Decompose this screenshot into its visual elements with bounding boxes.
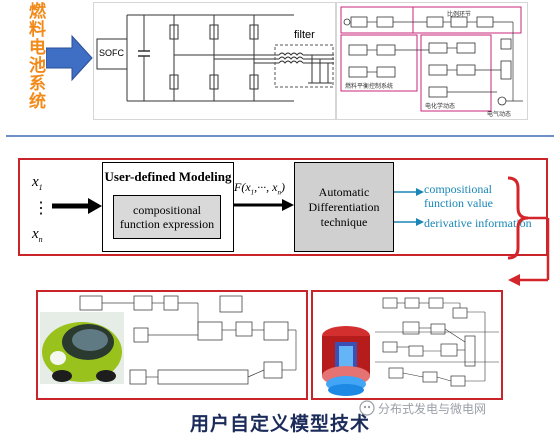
input-xn: xn — [32, 226, 43, 244]
top-section: 燃料电池系统 — [0, 0, 560, 128]
input-arrow-icon — [46, 34, 93, 82]
simulink-block-diagram — [79, 295, 297, 385]
input-dots: ⋮ — [33, 200, 49, 217]
automatic-differentiation-text: Automatic Differentiation technique — [308, 184, 380, 229]
fuel-cell-label: 燃料电池系统 — [25, 2, 45, 110]
fuel-balance-label: 燃料平衡控制系统 — [345, 83, 394, 90]
proportional-loop-label: 比例环节 — [447, 11, 472, 18]
fuel-control-panel: 比例环节 燃料平衡控制系统 电化学动态 电气动态 — [336, 2, 528, 120]
compositional-expression-box: compositional function expression — [113, 195, 221, 239]
fem-circuit-diagram — [375, 297, 499, 387]
fem-model-panel — [311, 290, 503, 400]
watermark-logo-icon — [359, 400, 375, 416]
fuel-cell-label-box: 燃料电池系统 — [24, 2, 46, 120]
compositional-expression-text: compositional function expression — [119, 203, 215, 231]
electric-car-image — [40, 312, 124, 384]
sofc-label: SOFC — [99, 48, 125, 58]
red-connector-arrow-icon — [507, 176, 550, 286]
watermark-text: 分布式发电与微电网 — [378, 402, 487, 416]
bottom-caption: 用户自定义模型技术 — [189, 413, 370, 435]
modeling-flow-panel: x1 ⋮ xn User-defined Modeling compositio… — [18, 158, 548, 256]
automatic-differentiation-box: Automatic Differentiation technique — [294, 162, 394, 252]
electrical-dynamics-label: 电气动态 — [487, 111, 512, 118]
output-function-value: compositional function value — [424, 182, 493, 210]
electrochemical-label: 电化学动态 — [425, 103, 456, 110]
inverter-circuit-panel: SOFC filter — [93, 2, 336, 120]
filter-label: filter — [294, 29, 315, 41]
control-block-diagram — [340, 6, 523, 112]
output-derivative-info: derivative information — [424, 216, 532, 230]
udm-title: User-defined Modeling — [104, 169, 232, 184]
input-x1: x1 — [32, 174, 43, 192]
function-label: F(x1,···, xn) — [234, 180, 285, 197]
motor-3d-model-image — [322, 326, 370, 396]
input-flow-arrow-icon — [52, 198, 102, 214]
function-flow-arrow-icon — [234, 199, 294, 211]
simulation-model-panel — [36, 290, 308, 400]
inverter-circuit-diagram — [96, 14, 334, 102]
user-defined-modeling-box: User-defined Modeling compositional func… — [102, 162, 234, 252]
output-arrows-icon — [394, 188, 424, 226]
section-divider — [6, 135, 554, 137]
